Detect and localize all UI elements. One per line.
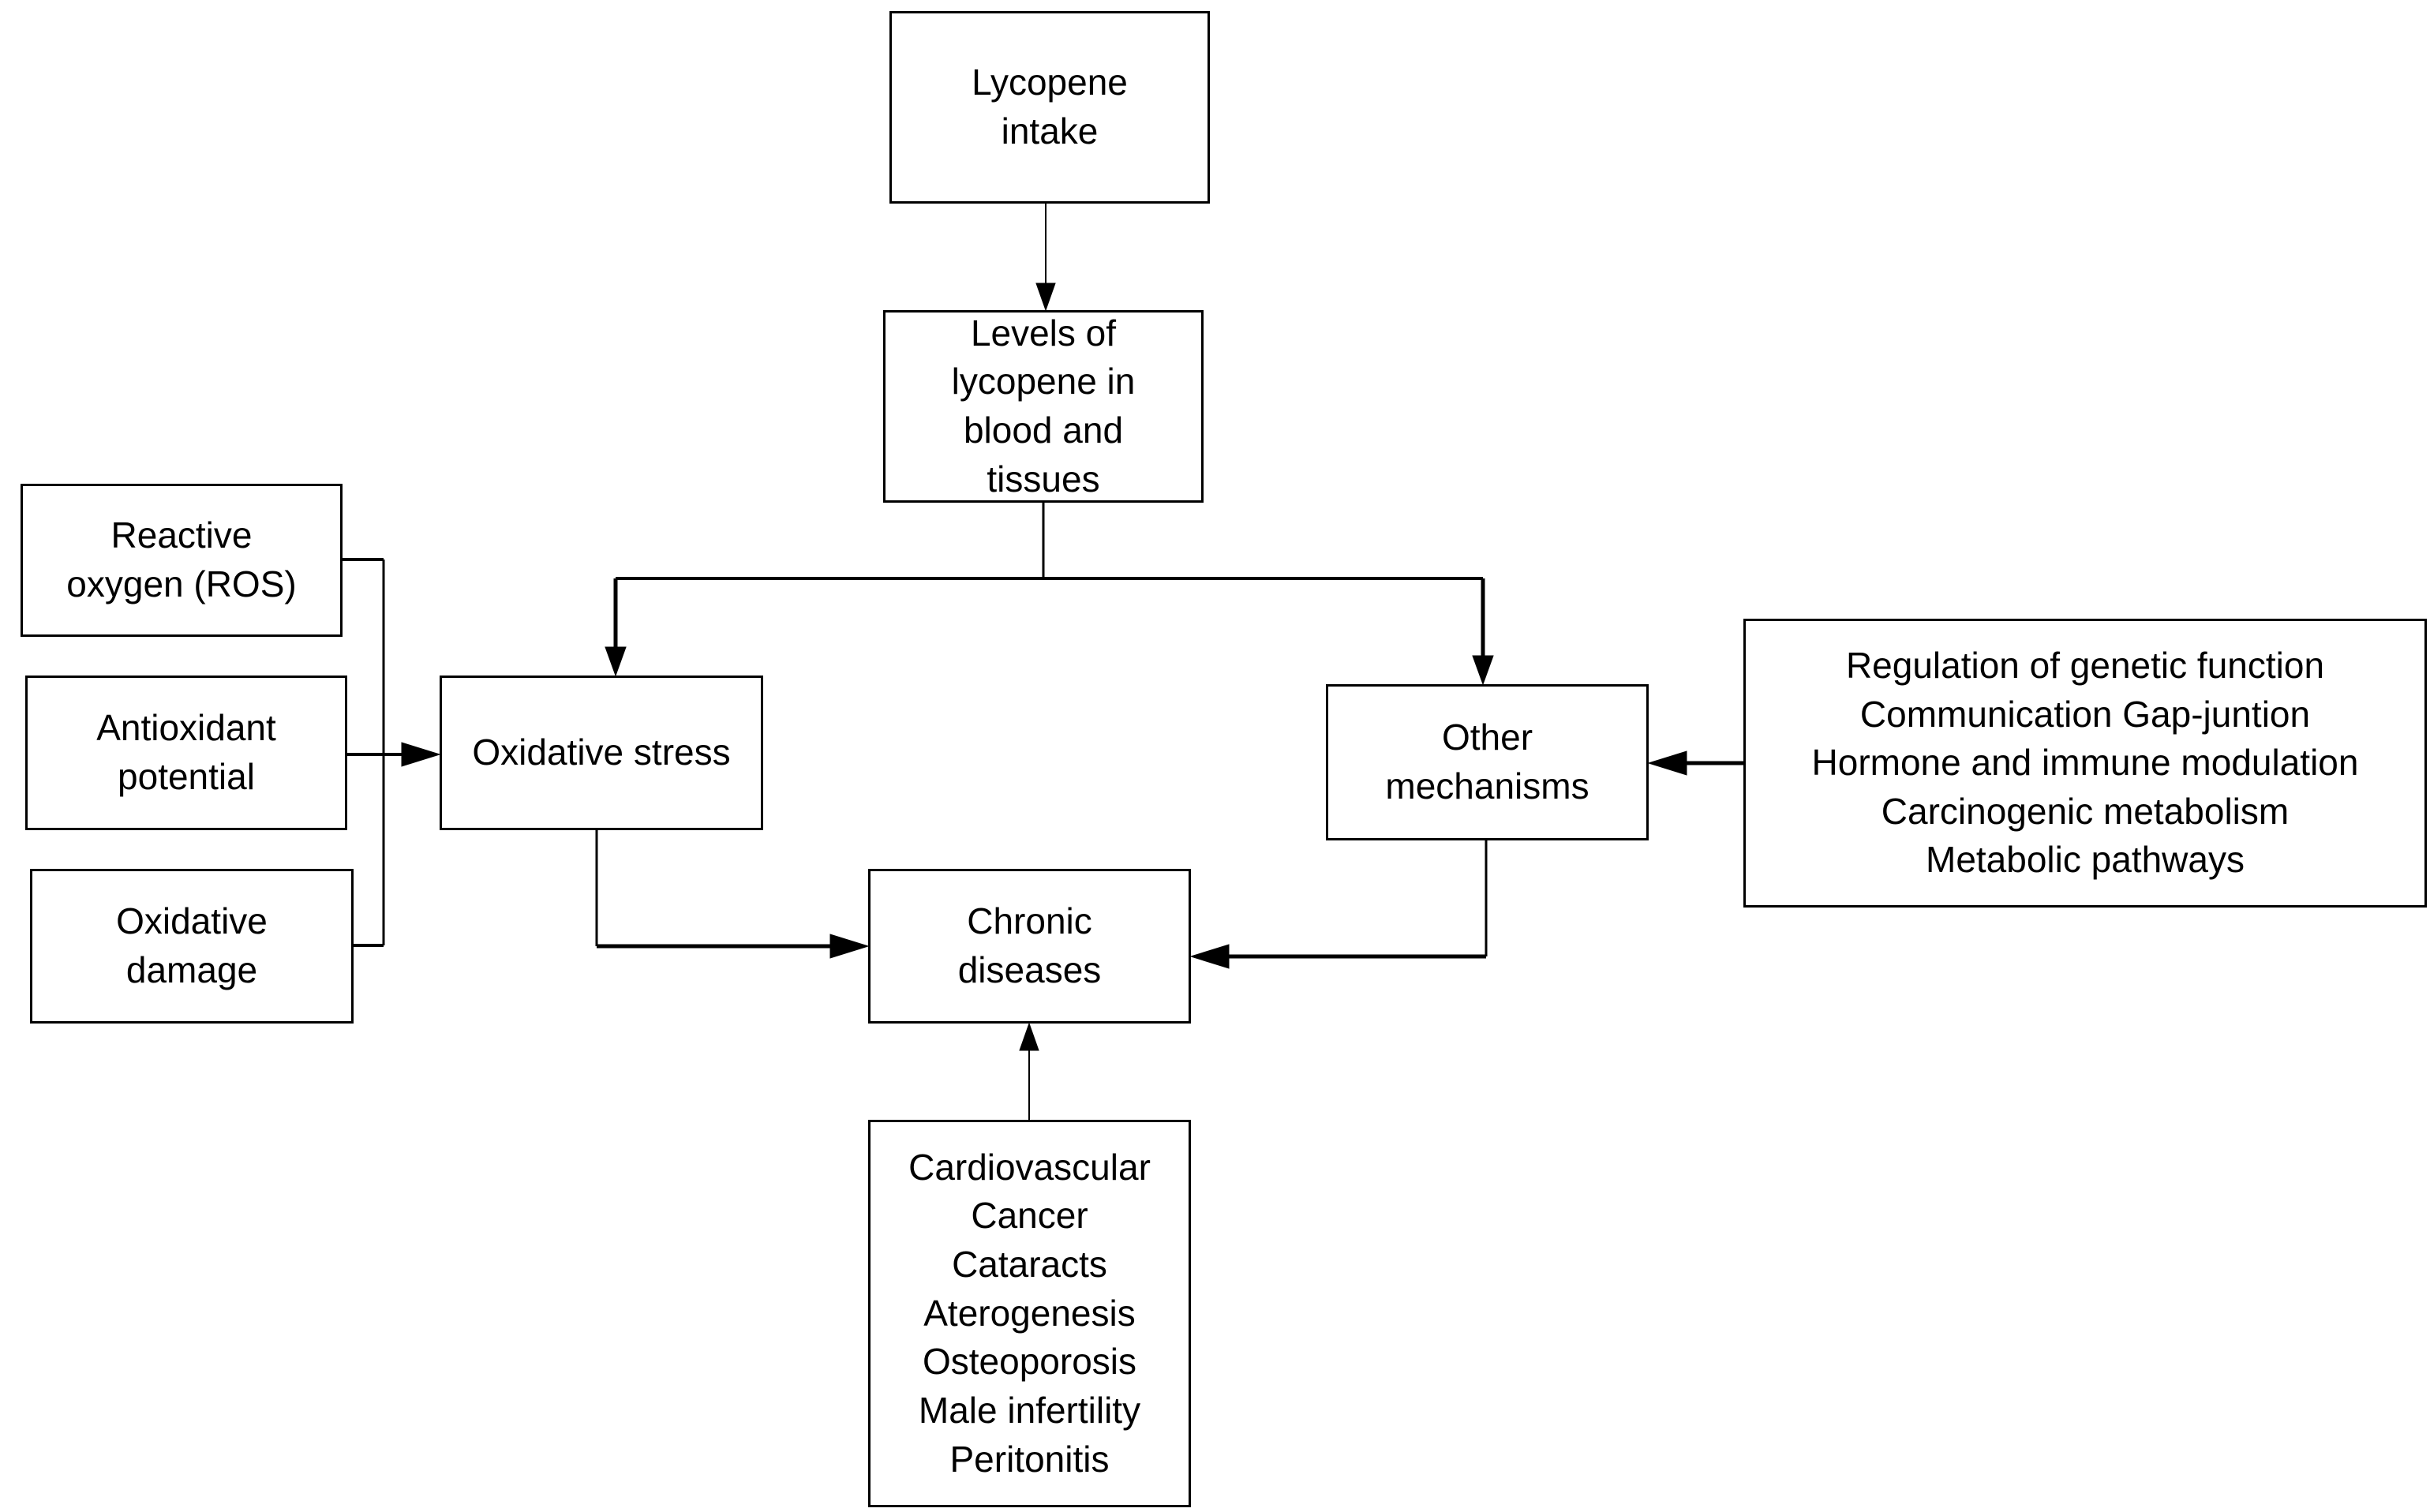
disease-item: Male infertility (918, 1389, 1141, 1431)
arrow-head-to-chronic-bottom (1019, 1022, 1039, 1051)
antioxidant-label: Antioxidant potential (96, 704, 276, 801)
disease-item: Cancer (971, 1195, 1088, 1237)
lycopene-intake-box: Lycopene intake (889, 11, 1210, 204)
antioxidant-line-2: potential (118, 756, 255, 797)
levels-label: Levels of lycopene in blood and tissues (952, 309, 1136, 504)
mechanism-item: Hormone and immune modulation (1811, 742, 2359, 784)
ros-line-1: Reactive (110, 515, 253, 556)
chronic-diseases-label: Chronic diseases (958, 897, 1102, 994)
oxidative-stress-label: Oxidative stress (472, 728, 730, 777)
diseases-list: Cardiovascular Cancer Cataracts Aterogen… (908, 1143, 1151, 1484)
arrow-head-to-chronic-right (1189, 944, 1230, 969)
other-mechanisms-line-2: mechanisms (1385, 765, 1589, 807)
arrow-head-to-other-mechanisms (1472, 655, 1494, 686)
antioxidant-line-1: Antioxidant (96, 707, 276, 749)
arrow-head-to-stress-left (401, 742, 441, 767)
ros-box: Reactive oxygen (ROS) (21, 484, 343, 637)
oxidative-stress-line-1: Oxidative stress (472, 732, 731, 773)
disease-item: Peritonitis (949, 1438, 1110, 1480)
disease-item: Cataracts (952, 1244, 1107, 1286)
mechanism-item: Regulation of genetic function (1845, 644, 2325, 686)
mechanisms-list-box: Regulation of genetic function Communica… (1743, 619, 2427, 908)
chronic-diseases-line-2: diseases (957, 949, 1102, 990)
levels-line-3: blood and (963, 410, 1124, 451)
mechanism-item: Metabolic pathways (1926, 839, 2245, 881)
oxidative-damage-label: Oxidative damage (116, 897, 268, 994)
disease-item: Aterogenesis (923, 1292, 1136, 1334)
mechanism-item: Carcinogenic metabolism (1881, 790, 2290, 832)
ros-label: Reactive oxygen (ROS) (66, 511, 296, 608)
chronic-diseases-box: Chronic diseases (868, 869, 1191, 1024)
oxidative-damage-line-2: damage (125, 949, 258, 990)
oxidative-stress-box: Oxidative stress (440, 676, 763, 830)
lycopene-intake-line-2: intake (1001, 110, 1099, 152)
levels-box: Levels of lycopene in blood and tissues (883, 310, 1204, 503)
lycopene-intake-label: Lycopene intake (972, 58, 1128, 155)
levels-line-2: lycopene in (951, 361, 1136, 402)
other-mechanisms-box: Other mechanisms (1326, 684, 1649, 840)
other-mechanisms-label: Other mechanisms (1385, 713, 1589, 810)
mechanisms-list: Regulation of genetic function Communica… (1812, 642, 2359, 885)
arrow-head-to-chronic-left (829, 934, 870, 959)
other-mechanisms-line-1: Other (1441, 717, 1533, 758)
antioxidant-box: Antioxidant potential (25, 676, 347, 830)
levels-line-4: tissues (987, 458, 1100, 500)
disease-item: Osteoporosis (922, 1341, 1136, 1383)
lycopene-intake-line-1: Lycopene (972, 62, 1128, 103)
diseases-list-box: Cardiovascular Cancer Cataracts Aterogen… (868, 1120, 1191, 1507)
arrow-head-to-levels (1035, 283, 1056, 312)
arrow-head-to-other-from-list (1647, 750, 1687, 776)
levels-line-1: Levels of (970, 312, 1117, 354)
arrow-head-to-oxidative-stress (605, 646, 627, 677)
oxidative-damage-line-1: Oxidative (116, 900, 268, 942)
ros-line-2: oxygen (ROS) (66, 563, 297, 604)
mechanism-item: Communication Gap-juntion (1859, 693, 2311, 735)
oxidative-damage-box: Oxidative damage (30, 869, 354, 1024)
chronic-diseases-line-1: Chronic (967, 900, 1092, 942)
disease-item: Cardiovascular (908, 1146, 1151, 1188)
